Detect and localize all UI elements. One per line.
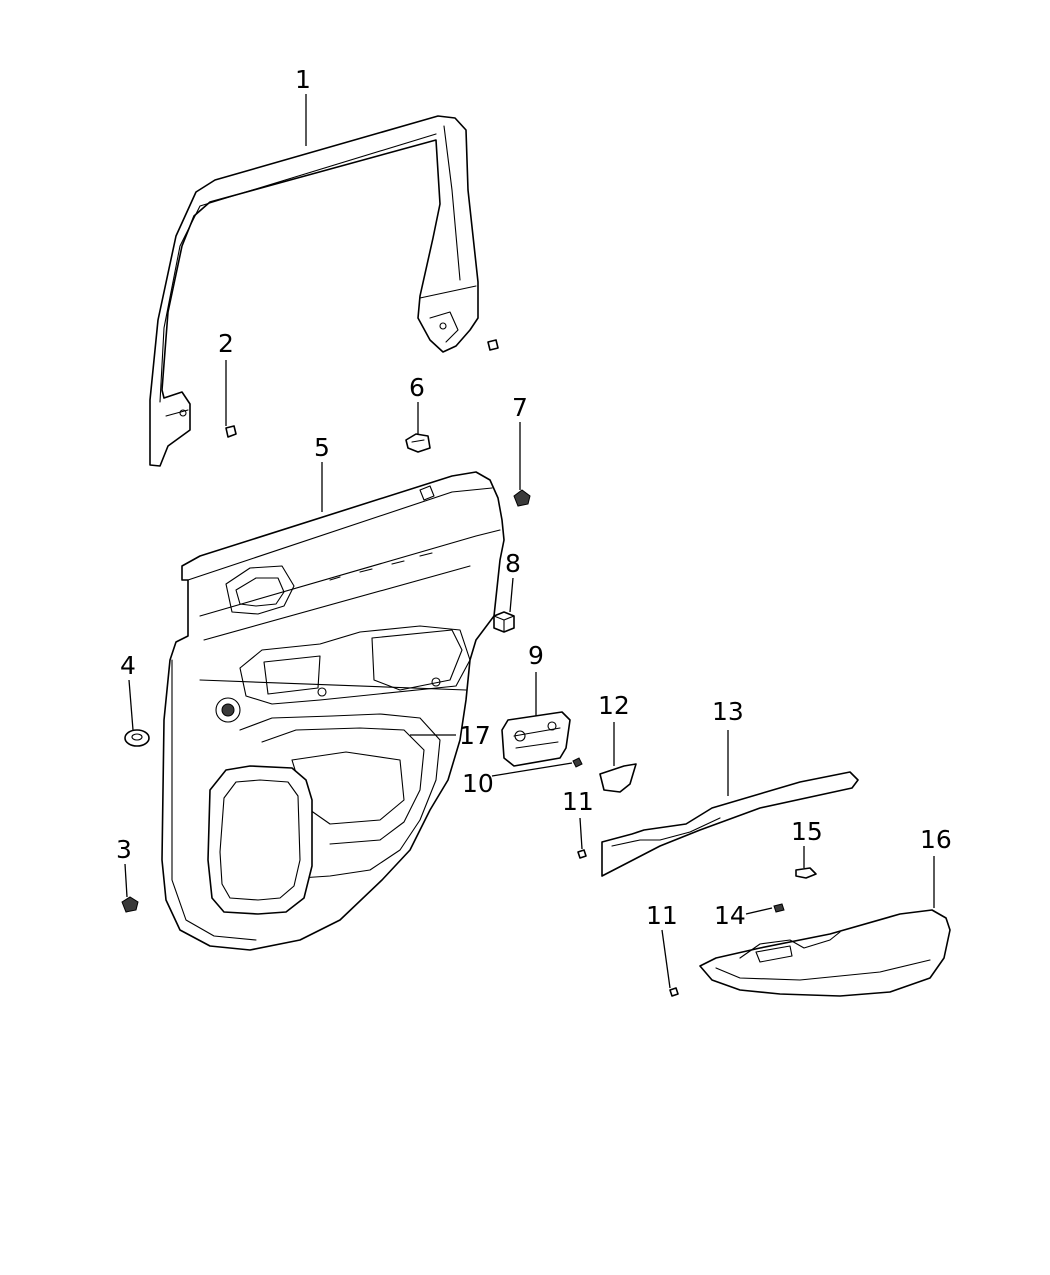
callout-4: 4	[120, 651, 136, 680]
callout-11a: 11	[562, 787, 594, 816]
callout-17: 17	[459, 721, 491, 750]
part-11-clip-lower[interactable]	[669, 987, 679, 997]
part-14-screw[interactable]	[773, 903, 785, 913]
part-1-window-frame-molding[interactable]	[149, 115, 499, 467]
part-13-trim-strip[interactable]	[601, 771, 859, 877]
part-9-handle-bezel[interactable]	[501, 711, 571, 767]
callout-6: 6	[409, 373, 425, 402]
callout-1: 1	[295, 65, 311, 94]
callout-10: 10	[462, 769, 494, 798]
part-15-cap[interactable]	[795, 867, 817, 879]
part-16-armrest[interactable]	[699, 909, 951, 997]
callout-11b: 11	[646, 901, 678, 930]
callout-16: 16	[920, 825, 952, 854]
callout-7: 7	[512, 393, 528, 422]
part-11-clip-upper[interactable]	[577, 849, 587, 859]
part-10-screw[interactable]	[572, 757, 583, 768]
part-6-clip[interactable]	[405, 433, 431, 453]
callout-13: 13	[712, 697, 744, 726]
part-12-trim-bezel[interactable]	[599, 763, 637, 793]
part-7-push-pin[interactable]	[513, 489, 531, 507]
callout-14: 14	[714, 901, 746, 930]
part-5-door-trim-panel[interactable]	[161, 471, 505, 951]
part-2-pin[interactable]	[225, 425, 237, 438]
callout-9: 9	[528, 641, 544, 670]
leader-lines	[124, 94, 935, 989]
part-8-block[interactable]	[493, 611, 515, 633]
callout-15: 15	[791, 817, 823, 846]
callout-12: 12	[598, 691, 630, 720]
callout-labels: 1 2 3 4 5 6 7 8 9 10 11 11 12 13 14 15 1…	[116, 65, 952, 930]
callout-5: 5	[314, 433, 330, 462]
part-4-plug[interactable]	[124, 729, 150, 747]
callout-2: 2	[218, 329, 234, 358]
part-3-push-pin[interactable]	[121, 896, 139, 913]
callout-8: 8	[505, 549, 521, 578]
callout-3: 3	[116, 835, 132, 864]
